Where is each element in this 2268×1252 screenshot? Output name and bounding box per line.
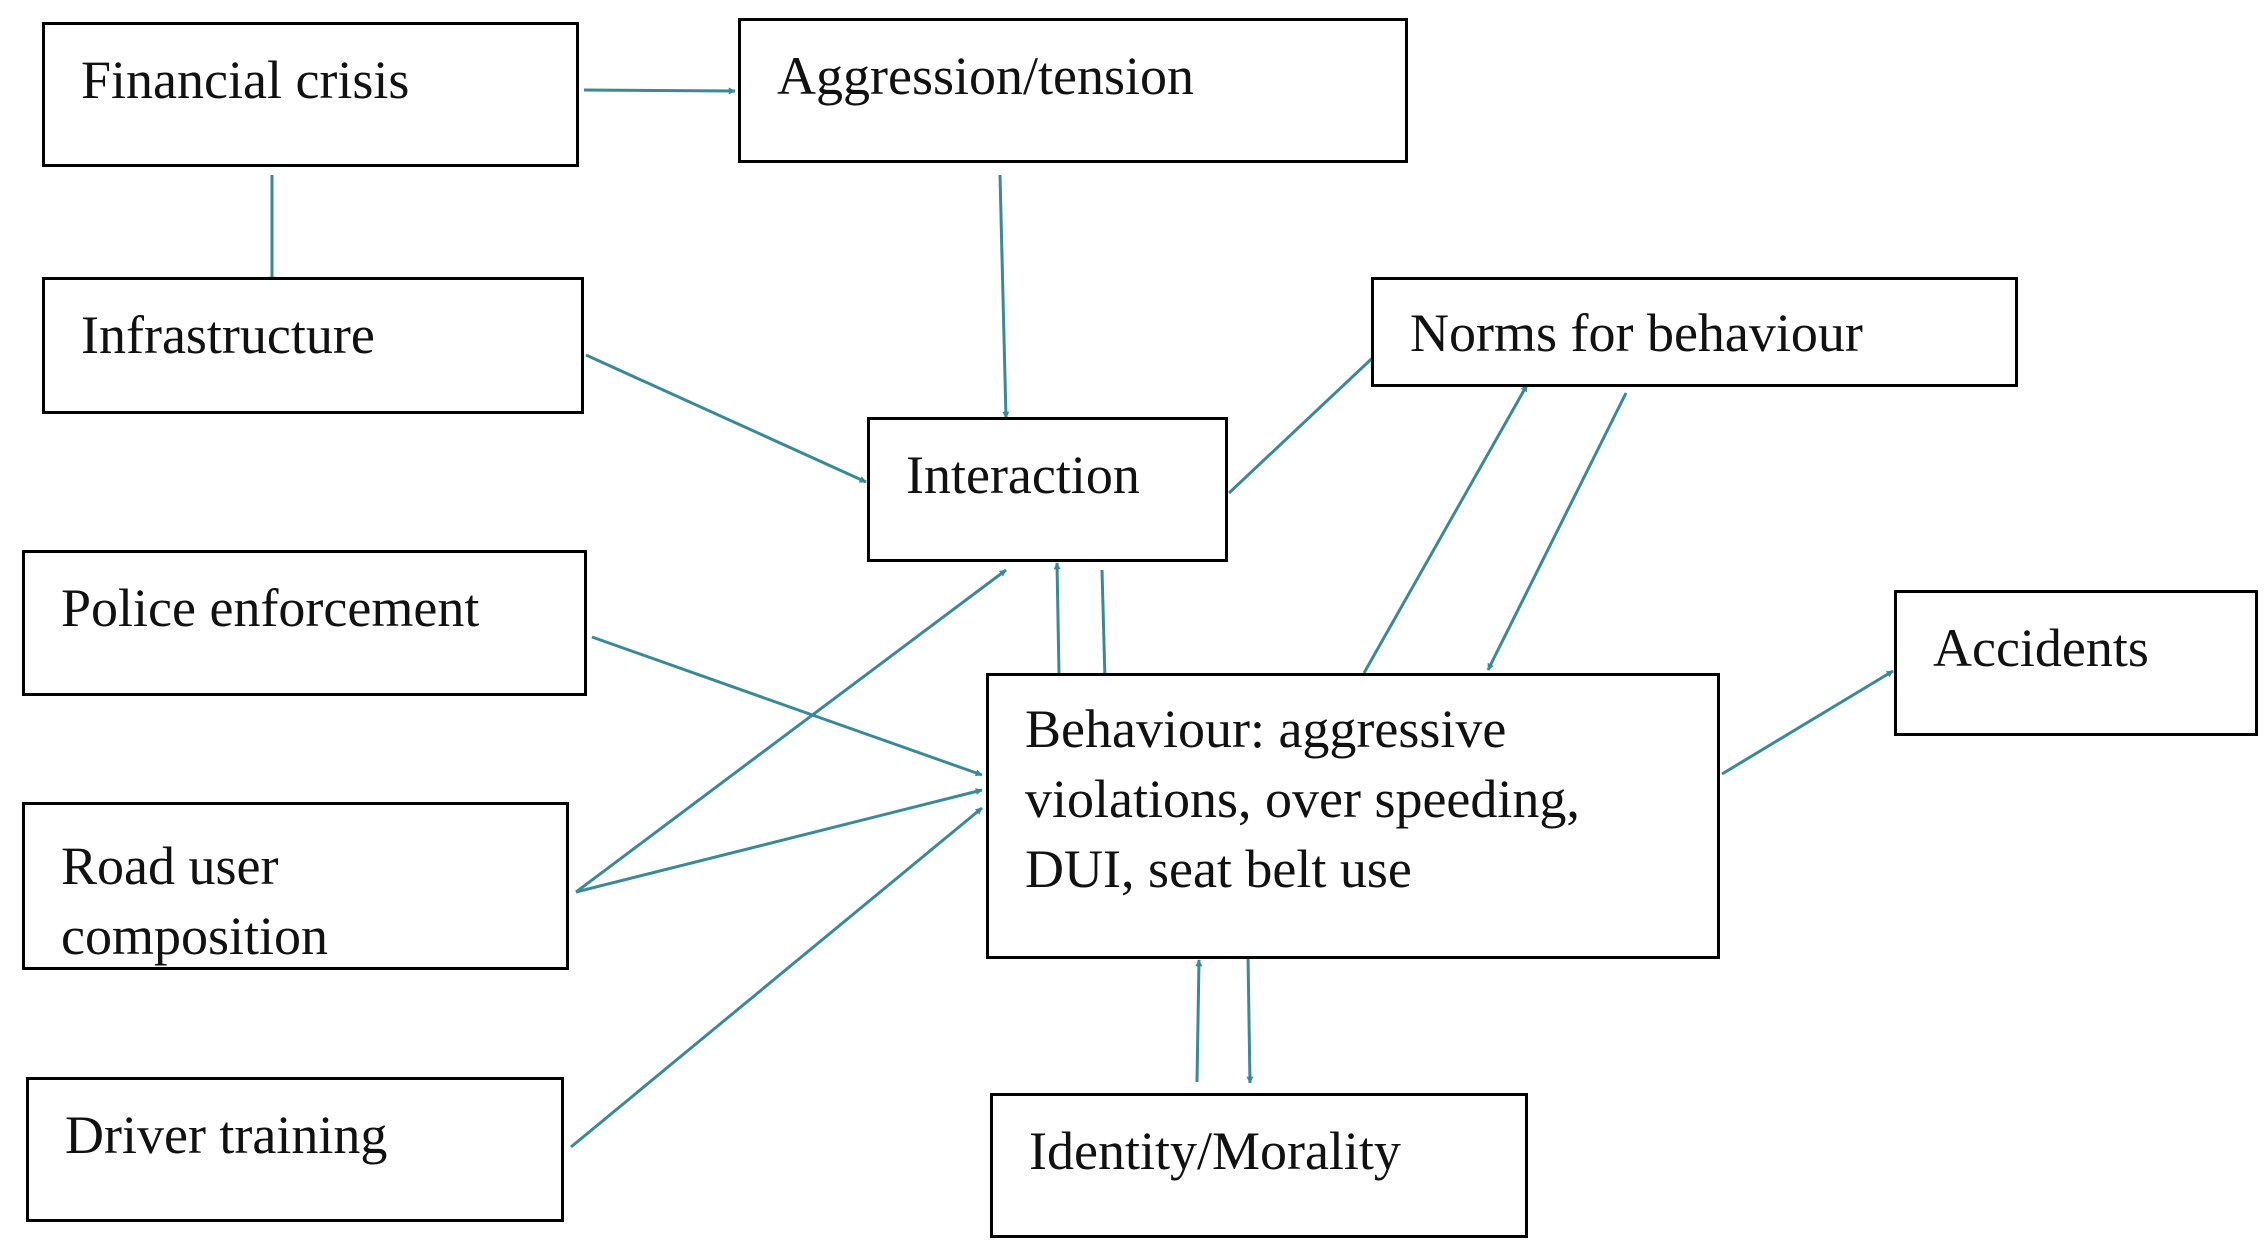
box-police-enforcement: Police enforcement [22,550,587,696]
arrow-financial-crisis-to-aggression-tension [583,87,736,95]
arrow-norms-for-behaviour-to-behaviour [1486,392,1628,671]
arrow-road-user-composition-to-behaviour [575,788,983,894]
arrow-interaction-to-norms-for-behaviour [1227,347,1384,495]
arrow-behaviour-to-accidents [1721,669,1894,776]
arrow-police-enforcement-to-behaviour [591,635,983,777]
arrow-behaviour-to-norms-for-behaviour [1362,384,1529,674]
arrow-road-user-composition-to-interaction [575,568,1007,894]
arrow-driver-training-to-behaviour [570,806,983,1149]
box-identity-morality: Identity/Morality [990,1093,1528,1238]
arrow-behaviour-to-interaction [1053,562,1061,674]
box-behaviour: Behaviour: aggressive violations, over s… [986,673,1720,959]
arrow-infrastructure-to-interaction [585,353,867,484]
box-accidents: Accidents [1894,590,2258,736]
box-driver-training: Driver training [26,1077,564,1222]
arrow-aggression-tension-to-interaction [998,174,1010,419]
box-interaction: Interaction [867,417,1228,562]
arrow-behaviour-to-identity-morality [1246,954,1254,1084]
box-infrastructure: Infrastructure [42,277,584,414]
arrow-identity-morality-to-behaviour [1195,959,1203,1083]
arrow-interaction-to-behaviour [1100,569,1109,681]
box-financial-crisis: Financial crisis [42,22,579,167]
box-aggression-tension: Aggression/tension [738,18,1408,163]
box-norms-for-behaviour: Norms for behaviour [1371,277,2018,387]
box-road-user-composition: Road user composition [22,802,569,970]
